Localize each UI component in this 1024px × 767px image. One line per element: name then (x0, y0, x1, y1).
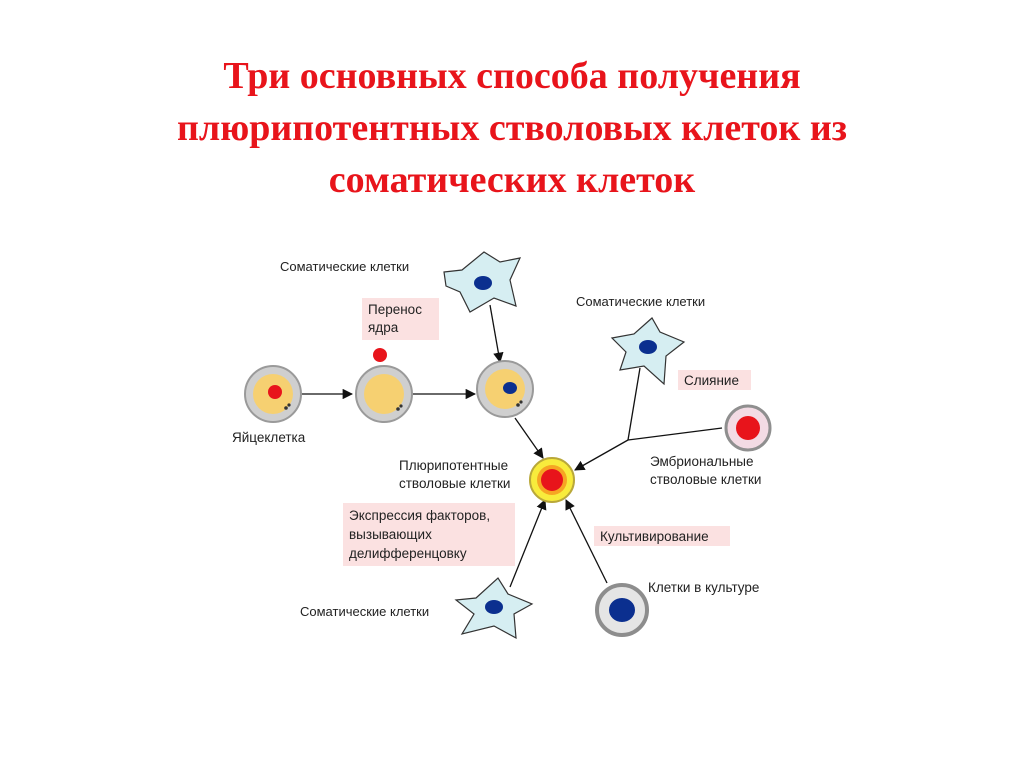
cultivation-box (594, 526, 730, 546)
enucleated-egg (355, 365, 413, 423)
title-line-1: Три основных способа получения (223, 55, 801, 97)
label-factors-2: вызывающих (349, 527, 432, 542)
label-somatic-right: Соматические клетки (576, 294, 705, 309)
title-line-2: плюрипотентных стволовых клеток из (177, 107, 847, 149)
arrow-fusion-to-pluripotent (574, 439, 629, 471)
label-pluripotent-1: Плюрипотентные (399, 458, 508, 473)
line-somatic-to-junction (627, 367, 641, 441)
egg-cell (244, 365, 302, 423)
label-somatic-bottom: Соматические клетки (300, 604, 429, 619)
label-nuclear-transfer-1: Перенос (368, 302, 422, 317)
label-esc-1: Эмбриональные (650, 454, 754, 469)
pluripotent-cell (529, 457, 575, 503)
arrow-cultured-to-pluripotent (565, 499, 608, 584)
label-pluripotent-2: стволовые клетки (399, 476, 510, 491)
somatic-cell-right (610, 317, 686, 386)
cultured-cell (595, 583, 649, 637)
label-esc-2: стволовые клетки (650, 472, 761, 487)
nuclear-transfer-box (362, 298, 439, 340)
embryonic-stem-cell (724, 404, 772, 452)
arrow-somatic-bottom-to-pluripotent (509, 499, 547, 588)
removed-nucleus (373, 348, 387, 362)
arrow-reconstructed-to-pluripotent (514, 417, 544, 459)
arrows (302, 304, 723, 588)
label-cultivation: Культивирование (600, 529, 709, 544)
factors-box (343, 503, 515, 566)
label-egg: Яйцеклетка (232, 430, 306, 445)
slide-title: Три основных способа получения плюрипоте… (0, 50, 1024, 206)
fusion-box (678, 370, 751, 390)
label-cultured: Клетки в культуре (648, 580, 759, 595)
label-factors-3: делифференцовку (349, 546, 467, 561)
arrow-somatic-to-reconstructed (489, 304, 504, 364)
label-nuclear-transfer-2: ядра (368, 320, 399, 335)
label-factors-1: Экспрессия факторов, (349, 508, 490, 523)
label-fusion: Слияние (684, 373, 739, 388)
line-esc-to-junction (627, 427, 723, 441)
label-somatic-top: Соматические клетки (280, 259, 409, 274)
reconstructed-egg (476, 360, 534, 418)
somatic-cell-bottom (454, 577, 534, 640)
somatic-cell-top (443, 251, 522, 313)
title-line-3: соматических клеток (328, 159, 696, 201)
